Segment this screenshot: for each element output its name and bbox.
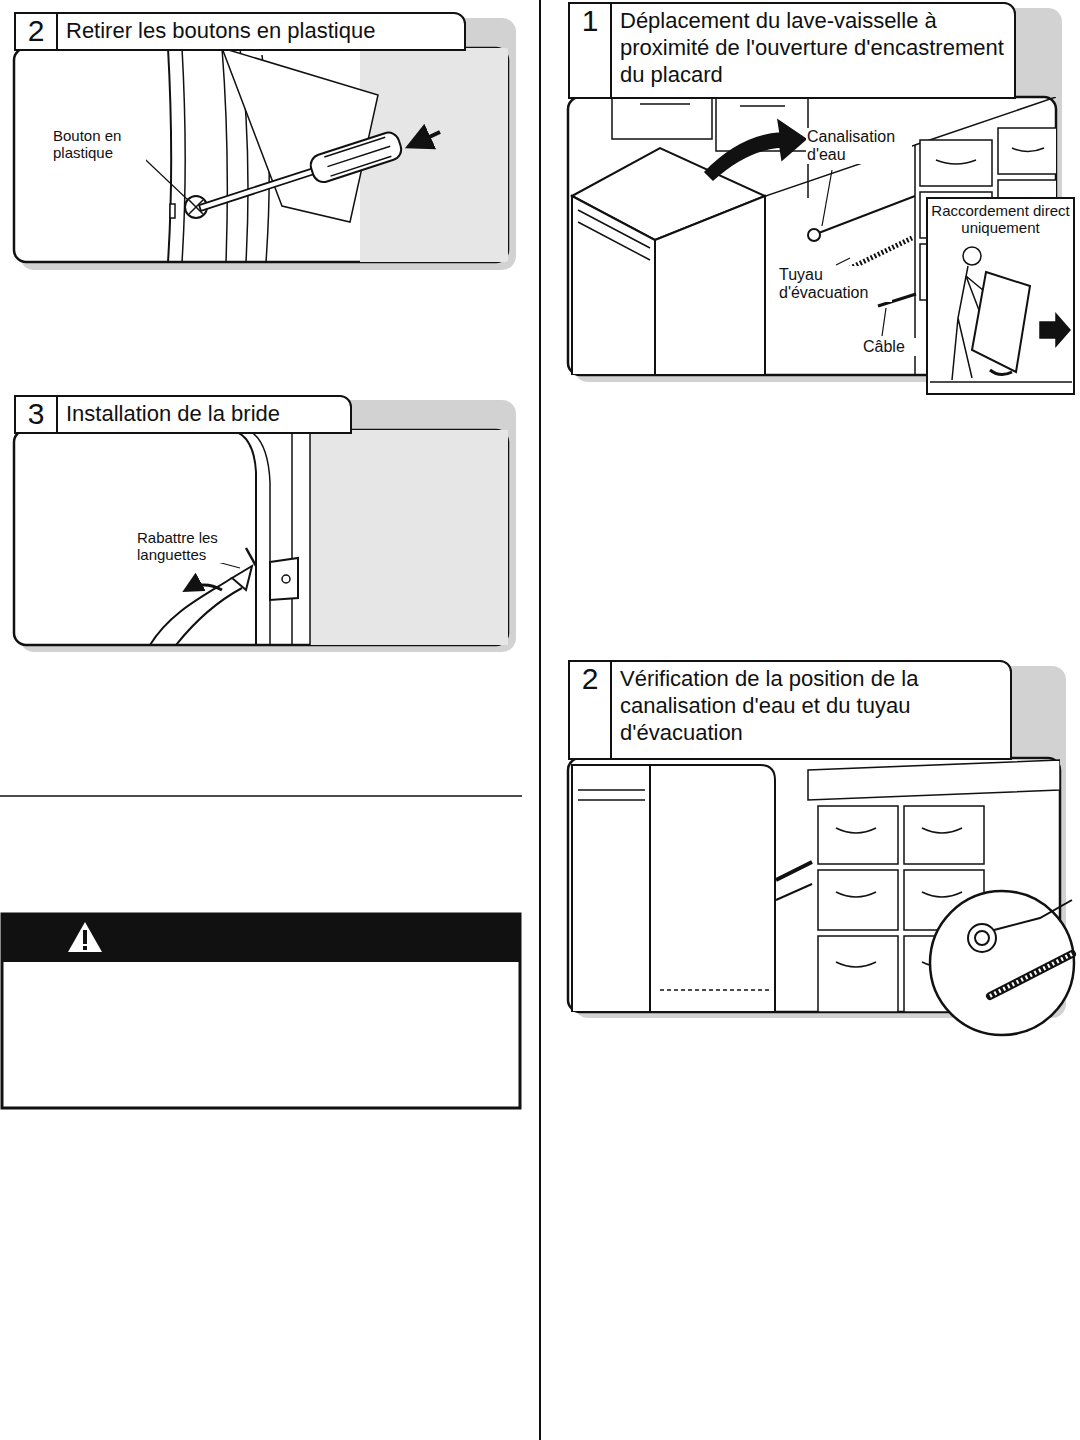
callout-label: Rabattre les languettes xyxy=(136,529,228,563)
inset-title: Raccordement direct uniquement xyxy=(928,199,1073,238)
inset-box: Raccordement direct uniquement xyxy=(926,197,1075,395)
button-removal-figure xyxy=(130,48,508,262)
step-title: Installation de la bride xyxy=(58,397,350,432)
callout-label: Canalisation d'eau xyxy=(806,128,912,164)
fittings-detail xyxy=(930,891,1074,1035)
step-header: 1Déplacement du lave-vaisselle à proximi… xyxy=(568,2,1016,99)
callout-label: Tuyau d'évacuation xyxy=(778,266,892,302)
step-header: 3Installation de la bride xyxy=(14,395,352,434)
warning-box xyxy=(2,914,520,1108)
section-rule xyxy=(0,795,522,797)
step-title: Retirer les boutons en plastique xyxy=(58,14,464,49)
callout-label: Câble xyxy=(862,338,924,356)
step-header: 2Retirer les boutons en plastique xyxy=(14,12,466,51)
step-title: Vérification de la position de la canali… xyxy=(612,662,1010,758)
column-rule xyxy=(539,0,541,1440)
panel-frames xyxy=(14,8,1066,1018)
step-number: 3 xyxy=(16,397,58,432)
step-number: 2 xyxy=(570,662,612,758)
step-number: 2 xyxy=(16,14,58,49)
direct-connection-inset xyxy=(926,197,1075,395)
step-number: 1 xyxy=(570,4,612,97)
callout-label: Bouton en plastique xyxy=(52,127,146,161)
step-title: Déplacement du lave-vaisselle à proximit… xyxy=(612,4,1014,97)
step-header: 2Vérification de la position de la canal… xyxy=(568,660,1012,760)
